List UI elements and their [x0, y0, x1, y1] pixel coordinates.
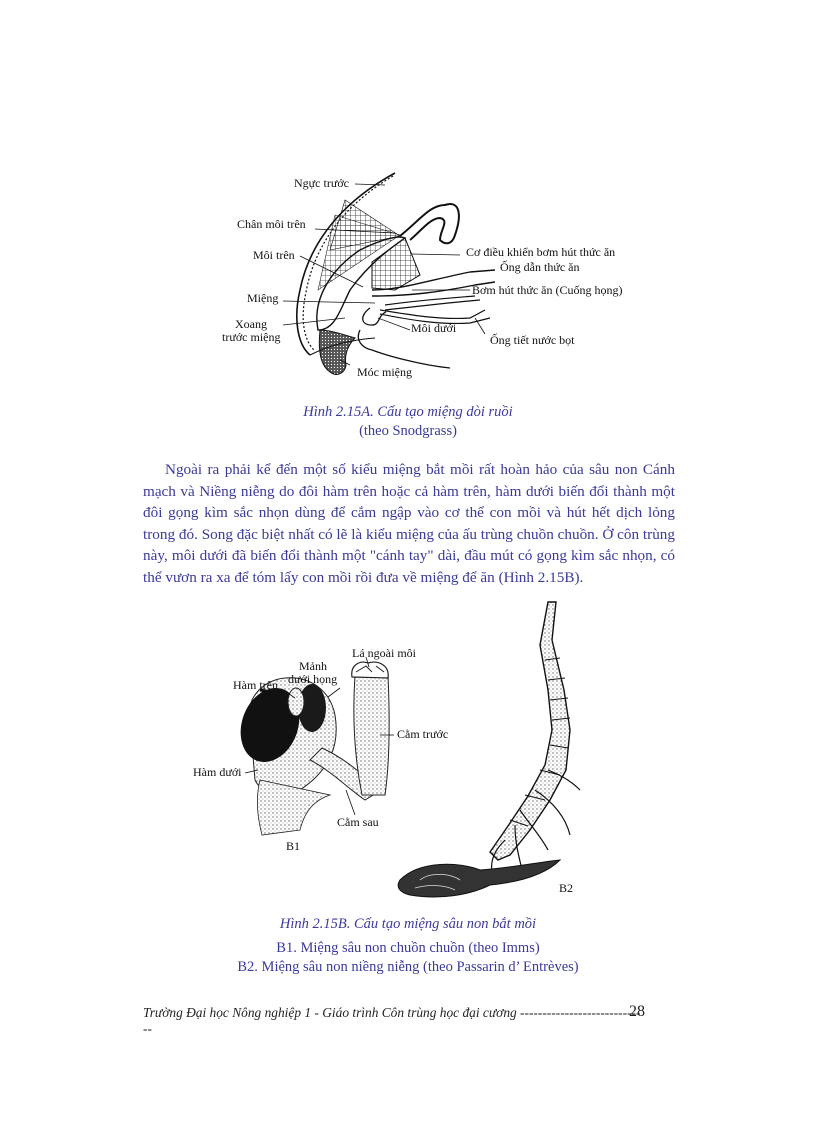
- paragraph-text: Ngoài ra phải kể đến một số kiểu miệng b…: [143, 461, 675, 586]
- label-nguc-truoc: Ngực trước: [294, 176, 350, 190]
- diving-beetle-larva: [397, 601, 581, 898]
- figure-b-caption-title: Hình 2.15B. Cấu tạo miệng sâu non bắt mồ…: [279, 916, 537, 932]
- fly-larva-mouth-diagram: [282, 172, 496, 375]
- label-manh: Mảnh: [299, 659, 327, 673]
- figure-b-caption-line2: B2. Miệng sâu non niềng niễng (theo Pass…: [237, 959, 579, 975]
- label-chan-moi-tren: Chân môi trên: [237, 217, 306, 231]
- label-truoc-mieng: trước miệng: [222, 330, 281, 344]
- label-co-dieu-khien: Cơ điều khiển bơm hút thức ăn: [466, 245, 616, 259]
- label-bom-hut: Bơm hút thức ăn (Cuống họng): [472, 283, 623, 297]
- label-la-ngoai-moi: Lá ngoài môi: [352, 646, 416, 660]
- label-ham-duoi: Hàm dưới: [193, 765, 242, 779]
- label-b2: B2: [559, 881, 574, 895]
- figure-b-caption-line1: B1. Miệng sâu non chuồn chuồn (theo Imms…: [276, 940, 540, 956]
- label-xoang: Xoang: [235, 317, 267, 331]
- label-moc-mieng: Móc miệng: [357, 365, 412, 379]
- label-moi-duoi: Môi dưới: [411, 321, 457, 335]
- page-number: 28: [629, 1003, 645, 1020]
- body-paragraph: Ngoài ra phải kể đến một số kiểu miệng b…: [143, 459, 675, 589]
- label-moi-tren: Môi trên: [253, 248, 295, 262]
- footer-source: Trường Đại học Nông nghiệp 1 - Giáo trìn…: [143, 1005, 641, 1036]
- label-ham-tren: Hàm trên: [233, 678, 278, 692]
- label-ong-tiet-nuoc-bot: Ống tiết nước bọt: [490, 333, 575, 347]
- label-mieng: Miệng: [247, 291, 279, 305]
- label-b1: B1: [286, 839, 301, 853]
- dragonfly-nymph-diagram: [240, 601, 581, 898]
- label-duoi-hong: dưới họng: [288, 672, 338, 686]
- label-ong-dan-thuc-an: Ống dẫn thức ăn: [500, 260, 580, 274]
- label-cam-truoc: Cằm trước: [397, 727, 449, 741]
- page-footer: Trường Đại học Nông nghiệp 1 - Giáo trìn…: [143, 1003, 645, 1037]
- figure-a-caption-title: Hình 2.15A. Cấu tạo miệng dòi ruồi: [303, 404, 513, 420]
- label-cam-sau: Cằm sau: [337, 815, 379, 829]
- figure-a-caption-source: (theo Snodgrass): [359, 423, 457, 439]
